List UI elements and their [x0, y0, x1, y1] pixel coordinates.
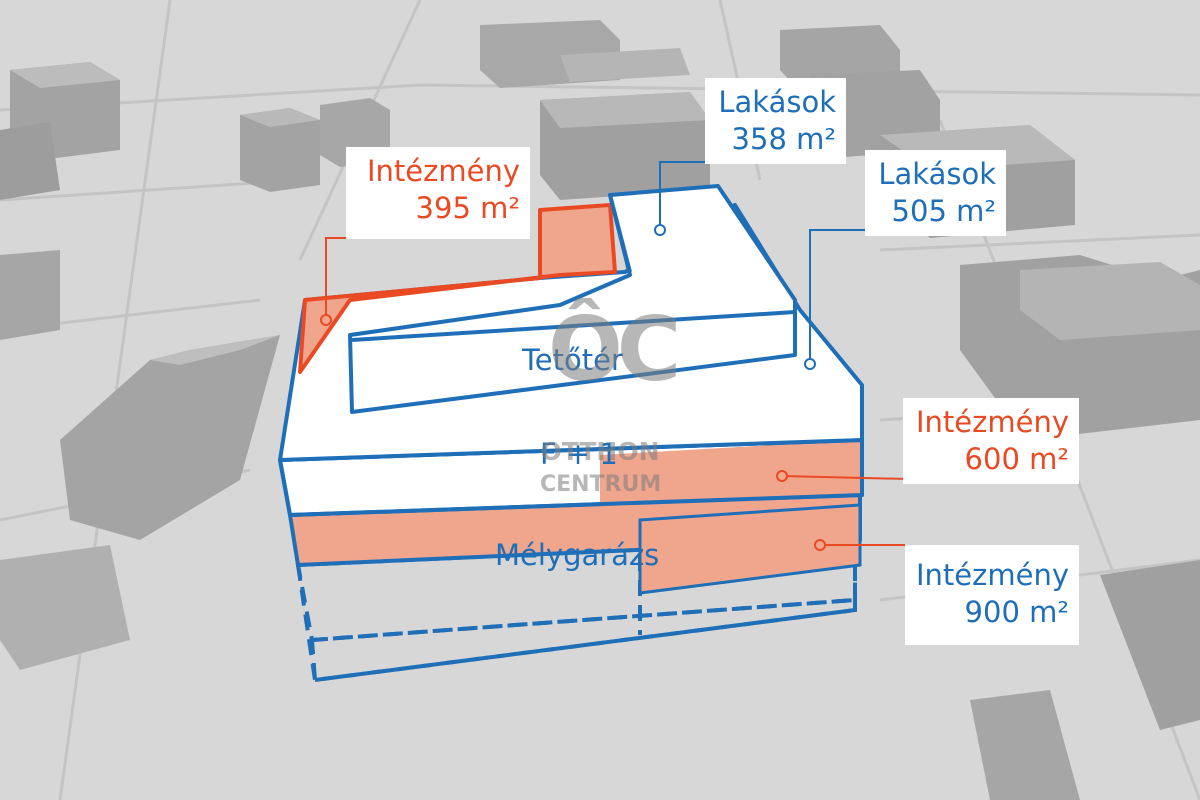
callout-intezmeny-600-title: Intézmény [915, 405, 1069, 439]
marker-lakasok-505 [804, 358, 816, 370]
leader-lakasok-358 [659, 161, 705, 230]
marker-lakasok-358 [654, 224, 666, 236]
marker-intezmeny-600 [776, 470, 788, 482]
callout-lakasok-505: Lakások 505 m² [865, 150, 1006, 236]
floor-label-tetoter: Tetőtér [522, 343, 623, 377]
context-building [970, 690, 1080, 800]
watermark-logo: ÔC [548, 298, 681, 401]
callout-intezmeny-900-title: Intézmény [915, 558, 1069, 592]
watermark-line1: OTTHON [540, 437, 660, 466]
marker-dots [320, 224, 826, 551]
marker-intezmeny-395 [320, 314, 332, 326]
context-building [960, 255, 1200, 435]
callout-lakasok-505-value: 505 m² [891, 194, 996, 228]
watermark-line2: CENTRUM [540, 472, 662, 497]
context-building [1100, 560, 1200, 730]
marker-intezmeny-900 [814, 539, 826, 551]
context-building [240, 108, 320, 192]
floor-label-f1: F + 1 [540, 437, 618, 471]
callout-intezmeny-600: Intézmény 600 m² [903, 398, 1079, 484]
context-buildings [0, 20, 1200, 800]
callout-intezmeny-600-value: 600 m² [964, 442, 1069, 476]
callout-intezmeny-900: Intézmény 900 m² [905, 545, 1079, 645]
floor-label-melygarazs: Mélygarázs [495, 538, 660, 572]
upper-l-block [348, 184, 797, 414]
callout-intezmeny-900-value: 900 m² [964, 595, 1069, 629]
callout-lakasok-505-title: Lakások [878, 157, 996, 191]
callout-lakasok-358-value: 358 m² [731, 122, 836, 156]
leader-intezmeny-395 [325, 237, 348, 320]
callout-lakasok-358-title: Lakások [718, 85, 836, 119]
context-building [0, 545, 130, 670]
callout-intezmeny-395: Intézmény 395 m² [346, 147, 530, 239]
callout-intezmeny-395-value: 395 m² [415, 191, 520, 225]
context-building [0, 250, 60, 340]
callout-lakasok-358: Lakások 358 m² [705, 78, 846, 164]
context-building [560, 48, 690, 82]
leader-lakasok-505 [809, 229, 865, 364]
context-building [0, 122, 60, 200]
context-building [540, 92, 710, 200]
context-building [60, 335, 280, 540]
callout-intezmeny-395-title: Intézmény [366, 154, 520, 188]
